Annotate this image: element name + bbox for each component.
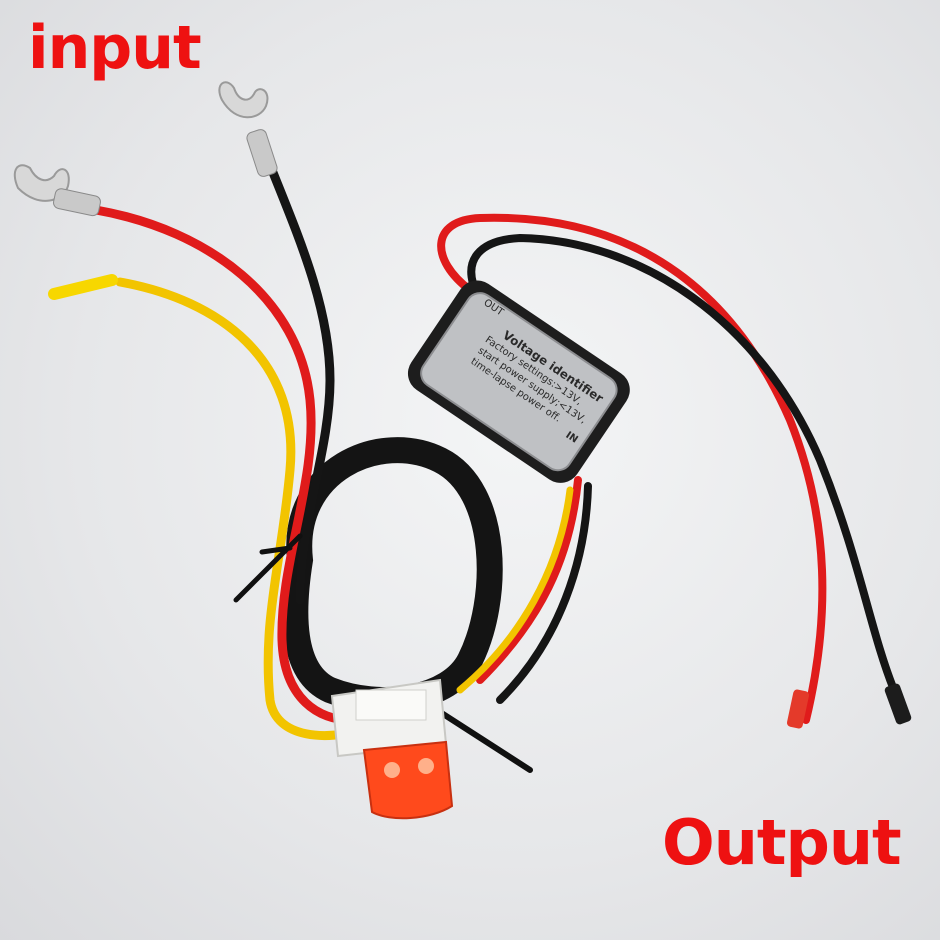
output-label: Output bbox=[662, 806, 902, 879]
voltage-identifier-module bbox=[407, 280, 630, 483]
module-lower-red-wire bbox=[476, 476, 582, 684]
fuse-icon bbox=[362, 740, 454, 820]
black-input-wire bbox=[267, 165, 335, 605]
output-red-wire bbox=[437, 213, 827, 724]
output-black-wire bbox=[467, 233, 898, 694]
zip-tie-left bbox=[233, 533, 303, 603]
ring-terminal-left bbox=[13, 164, 101, 217]
ring-terminal-right bbox=[218, 81, 278, 177]
black-loop-harness bbox=[282, 437, 503, 713]
module-out-label: OUT bbox=[481, 297, 506, 319]
yellow-wire-tip bbox=[48, 274, 118, 300]
red-input-wire bbox=[91, 205, 355, 725]
output-red-wire-tip bbox=[786, 689, 810, 729]
input-label: input bbox=[28, 13, 202, 83]
zip-tie-right bbox=[437, 709, 533, 773]
module-lower-black-wire bbox=[496, 482, 592, 704]
output-black-wire-tip bbox=[884, 683, 912, 725]
module-lower-yellow-wire bbox=[456, 486, 574, 694]
module-in-label: IN bbox=[563, 429, 580, 446]
fuse-holder bbox=[330, 678, 448, 758]
